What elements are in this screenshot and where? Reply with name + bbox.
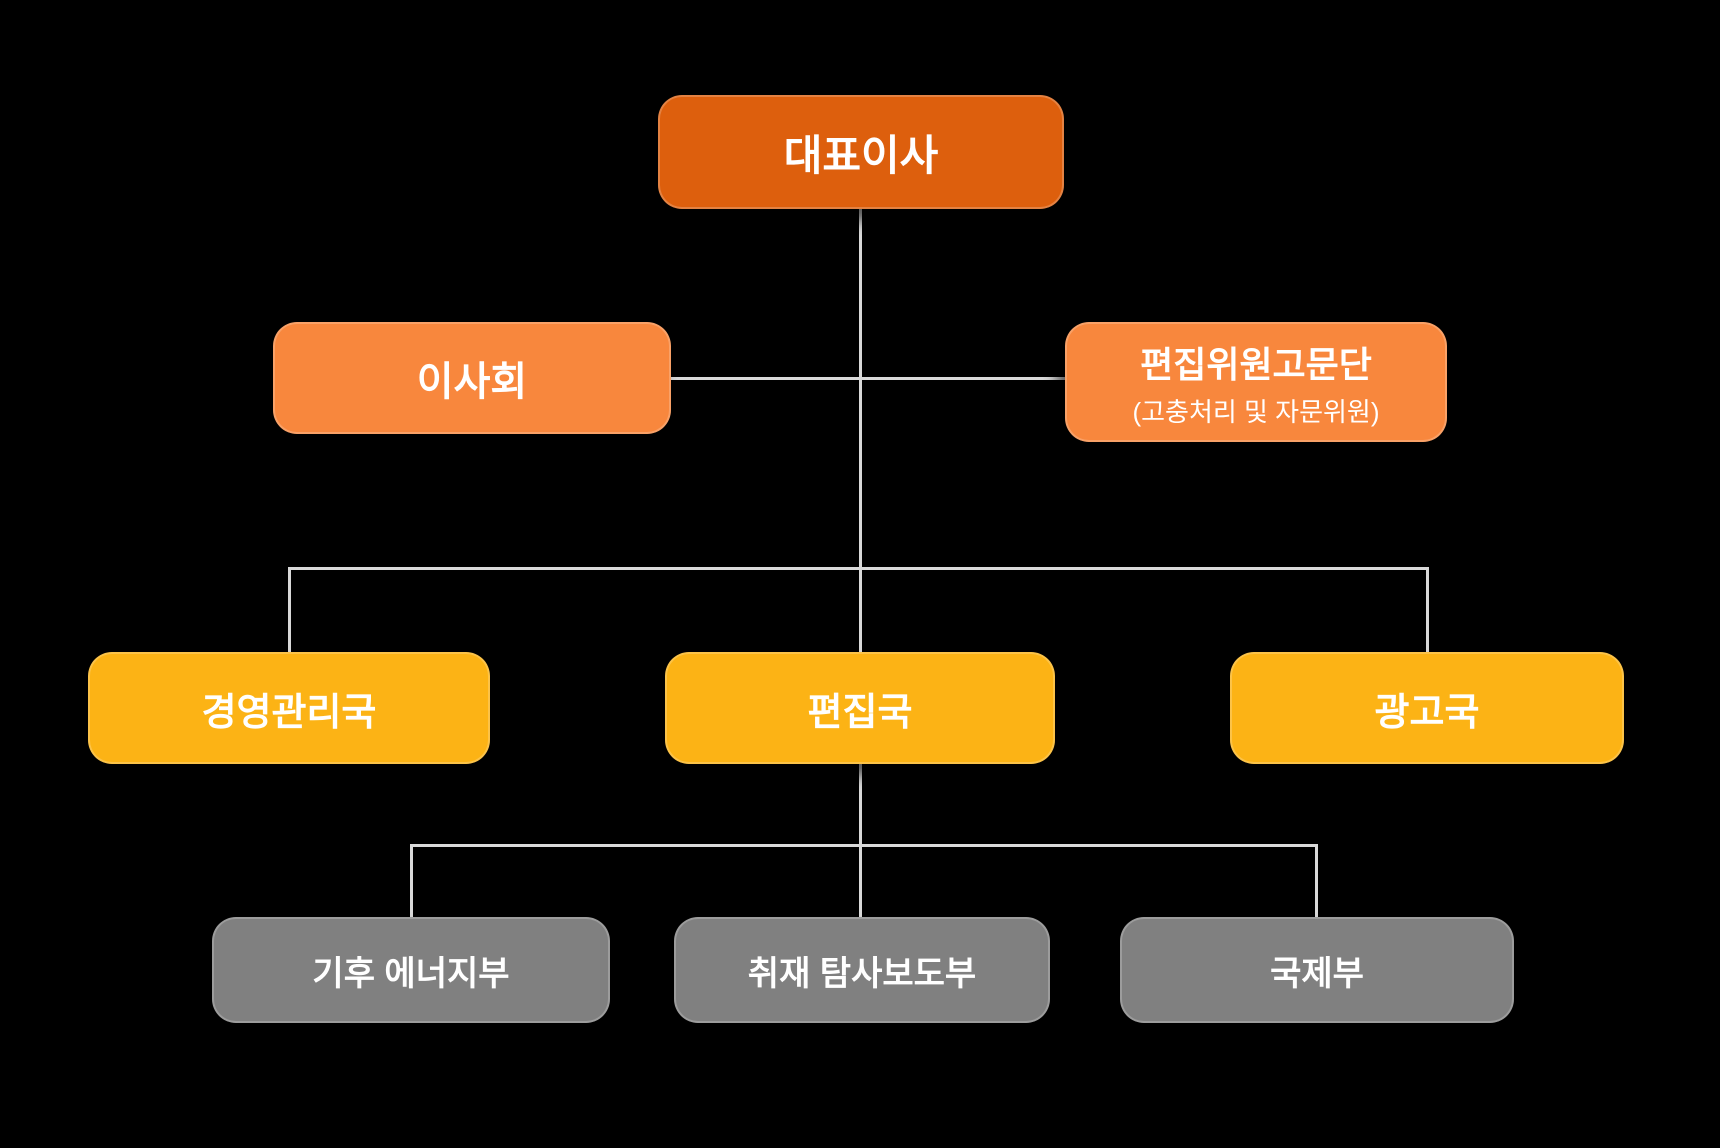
node-advisory-committee: 편집위원고문단 (고충처리 및 자문위원) (1065, 322, 1447, 442)
connector-editorial-drop (859, 569, 862, 654)
connector-reporting-drop (859, 846, 862, 918)
connector-international-drop (1315, 846, 1318, 918)
connector-editorial-down (859, 763, 862, 847)
node-editorial-label: 편집국 (807, 691, 913, 734)
connector-advertising-drop (1426, 569, 1429, 654)
node-climate-label: 기후 에너지부 (312, 954, 510, 993)
node-editorial-bureau: 편집국 (665, 652, 1055, 764)
node-ceo: 대표이사 (658, 95, 1064, 209)
node-advisory-sublabel: (고충처리 및 자문위원) (1132, 396, 1380, 427)
connector-level2-horizontal (669, 377, 1067, 380)
node-international-dept: 국제부 (1120, 917, 1514, 1023)
node-board: 이사회 (273, 322, 671, 434)
node-board-label: 이사회 (416, 360, 528, 404)
connector-level3-horizontal (288, 567, 1429, 570)
connector-level4-horizontal (410, 844, 1318, 847)
node-reporting-label: 취재 탐사보도부 (747, 954, 977, 993)
node-advertising-bureau: 광고국 (1230, 652, 1624, 764)
node-ceo-label: 대표이사 (783, 131, 939, 179)
connector-management-drop (288, 569, 291, 654)
node-climate-energy-dept: 기후 에너지부 (212, 917, 610, 1023)
connector-root-vertical (859, 208, 862, 570)
node-advertising-label: 광고국 (1374, 691, 1480, 734)
node-international-label: 국제부 (1270, 954, 1364, 993)
node-management-bureau: 경영관리국 (88, 652, 490, 764)
node-investigative-reporting-dept: 취재 탐사보도부 (674, 917, 1050, 1023)
node-advisory-label: 편집위원고문단 (1140, 343, 1372, 385)
connector-climate-drop (410, 846, 413, 918)
node-management-label: 경영관리국 (201, 691, 377, 734)
